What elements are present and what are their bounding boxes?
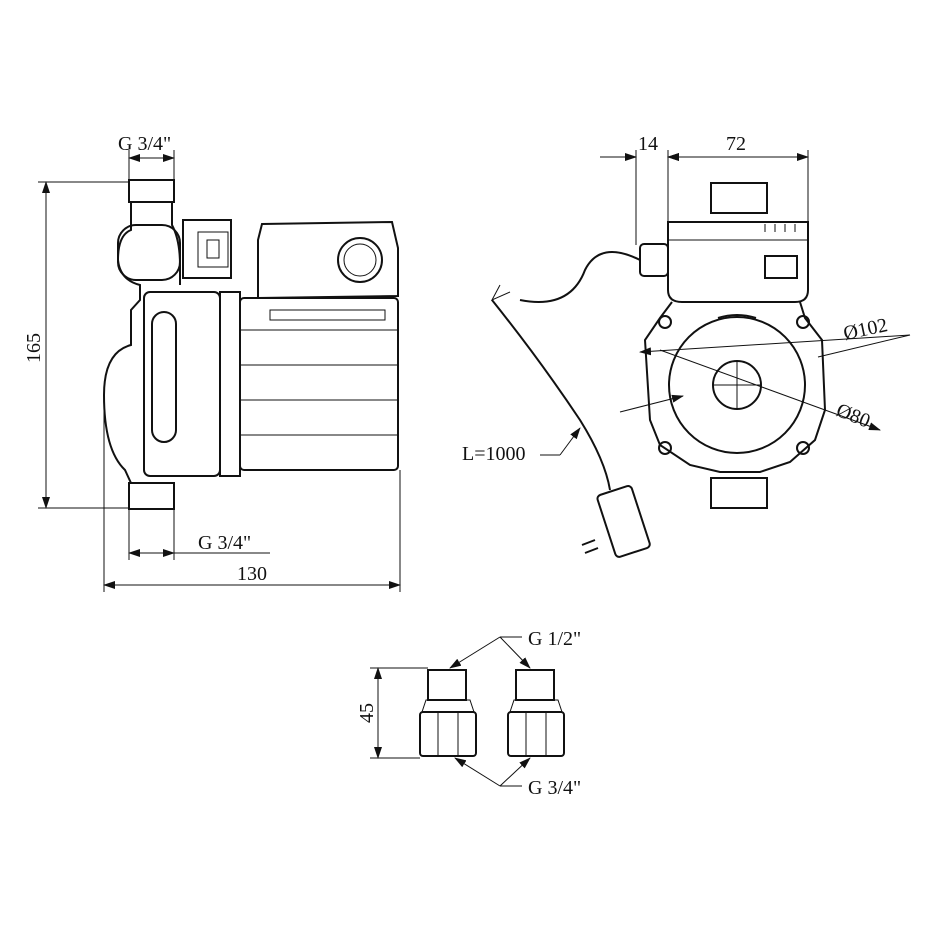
pump-head	[668, 316, 806, 454]
length-label: 130	[237, 563, 267, 585]
adapter-height-label: 45	[356, 703, 378, 723]
control-box	[667, 221, 809, 303]
terminal-box	[257, 220, 399, 300]
offset-label: 14	[638, 133, 658, 155]
adapter-left-thread	[427, 669, 467, 701]
adapters: 45 G 1/2" G 3/4"	[356, 628, 581, 799]
bottom-thread-connector	[128, 482, 175, 510]
front-view: 14 72 Ø102 Ø80 L=1000	[462, 133, 911, 558]
bottom-thread-label: G 3/4"	[198, 532, 251, 554]
cable-length-label: L=1000	[462, 443, 526, 465]
adapter-left-body	[419, 711, 477, 757]
adapter-right-body	[507, 711, 565, 757]
female-thread-label: G 3/4"	[528, 777, 581, 799]
motor-housing	[239, 297, 399, 471]
male-thread-label: G 1/2"	[528, 628, 581, 650]
inner-diameter-label: Ø80	[833, 399, 873, 432]
width-label: 72	[726, 133, 746, 155]
outer-diameter-label: Ø102	[841, 314, 889, 345]
motor-flange	[143, 291, 221, 477]
side-view: G 3/4" 165 G 3/4" 130	[23, 133, 401, 592]
top-thread-label: G 3/4"	[118, 133, 171, 155]
adapter-right-thread	[515, 669, 555, 701]
top-thread-connector	[128, 179, 175, 203]
height-label: 165	[23, 333, 45, 363]
plug	[596, 485, 651, 558]
